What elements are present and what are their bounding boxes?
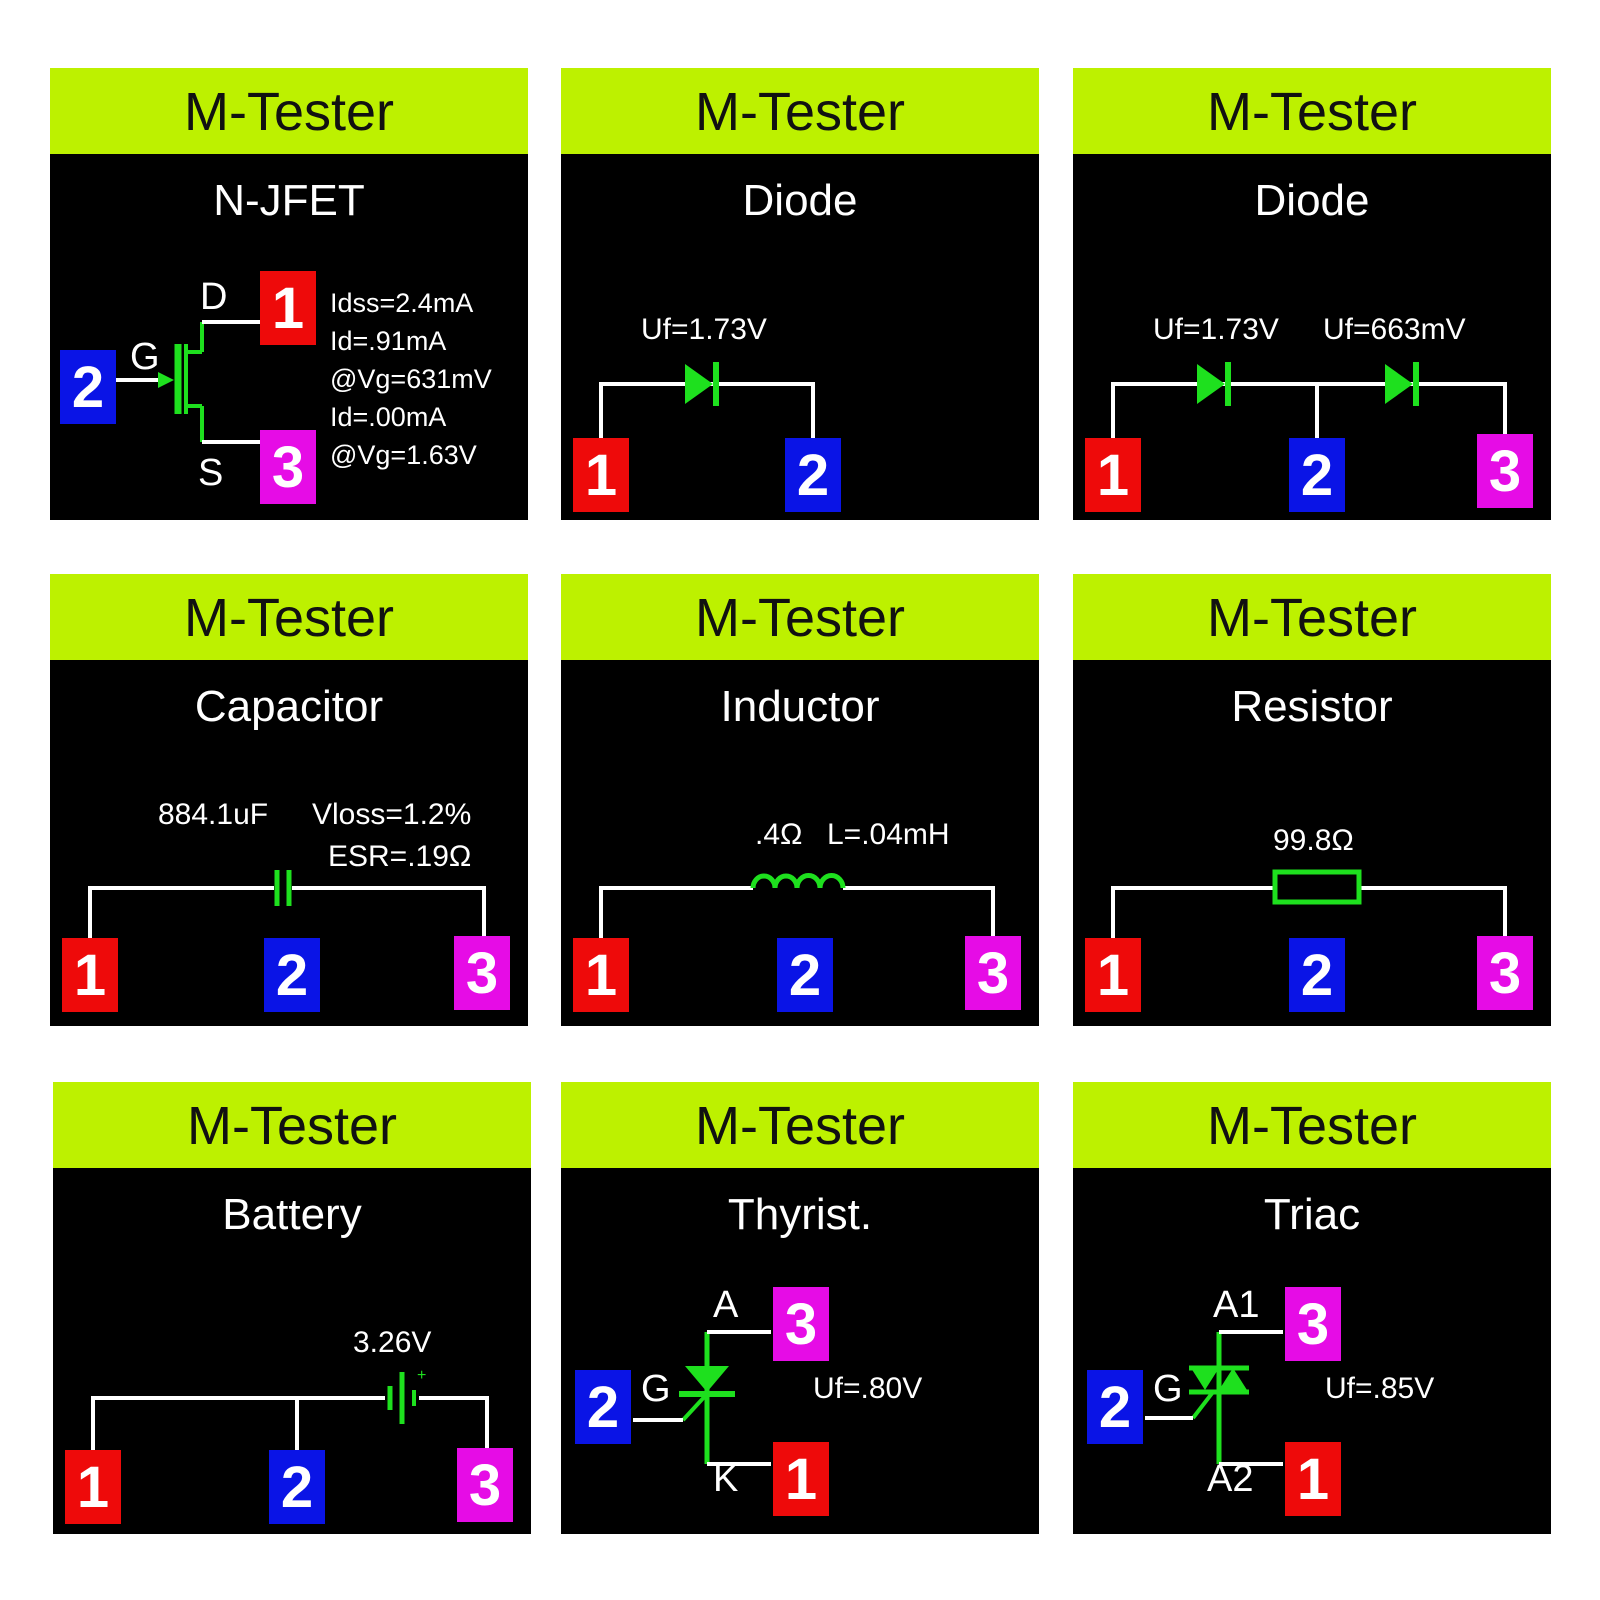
panel-thyristor: M-Tester Thyrist. A G K 3 2 1 Uf=.80V	[561, 1082, 1039, 1534]
panel-header: M-Tester	[1073, 68, 1551, 154]
pin-3-badge: 3	[773, 1287, 829, 1361]
anode2-label: A2	[1207, 1458, 1254, 1500]
pin-1-badge: 1	[1285, 1442, 1341, 1516]
pin-3-badge: 3	[457, 1448, 513, 1522]
njfet-schematic	[114, 320, 262, 444]
source-label: S	[198, 452, 224, 494]
pin-2-badge: 2	[264, 938, 320, 1012]
pin-1-badge: 1	[773, 1442, 829, 1516]
reading-vg-1: @Vg=631mV	[330, 364, 492, 394]
capacitor-schematic	[88, 870, 486, 938]
pin-3-badge: 3	[454, 936, 510, 1010]
forward-voltage-2: Uf=663mV	[1323, 313, 1466, 346]
component-title: Capacitor	[194, 682, 384, 731]
panel-header: M-Tester	[1073, 1082, 1551, 1168]
panel-resistor: M-Tester Resistor 99.8Ω 1 2 3	[1073, 574, 1551, 1026]
anode-label: A	[713, 1284, 739, 1326]
inductor-schematic	[599, 872, 995, 938]
pin-1-badge: 1	[65, 1450, 121, 1524]
gate-label: G	[641, 1368, 671, 1410]
pin-2-badge: 2	[785, 438, 841, 512]
pin-1-badge: 1	[260, 271, 316, 345]
pin-1-badge: 1	[1085, 438, 1141, 512]
resistor-schematic	[1111, 869, 1507, 938]
diode-schematic	[599, 362, 815, 438]
component-title: Battery	[222, 1190, 362, 1239]
pin-2-badge: 2	[1289, 438, 1345, 512]
pin-2-badge: 2	[1289, 938, 1345, 1012]
drain-label: D	[200, 276, 228, 318]
pin-2-badge: 2	[575, 1370, 631, 1444]
component-title: Triac	[1263, 1190, 1361, 1239]
gate-label: G	[1153, 1368, 1183, 1410]
panel-header: M-Tester	[50, 574, 528, 660]
pin-1-badge: 1	[62, 938, 118, 1012]
panel-inductor: M-Tester Inductor .4Ω L=.04mH 1 2 3	[561, 574, 1039, 1026]
resistance-value: 99.8Ω	[1273, 824, 1354, 857]
panel-header: M-Tester	[53, 1082, 531, 1168]
panel-header: M-Tester	[561, 1082, 1039, 1168]
panel-header: M-Tester	[561, 68, 1039, 154]
component-title: Diode	[1254, 176, 1370, 225]
component-title: Thyrist.	[727, 1190, 873, 1239]
inductance-value: L=.04mH	[827, 818, 950, 851]
cathode-label: K	[713, 1458, 739, 1500]
panel-diode-double: M-Tester Diode Uf=1.73V Uf=663mV 1 2 3	[1073, 68, 1551, 520]
gate-label: G	[130, 336, 160, 378]
component-title: Resistor	[1231, 682, 1393, 731]
svg-text:+: +	[417, 1367, 426, 1384]
battery-voltage: 3.26V	[353, 1326, 432, 1359]
pin-3-badge: 3	[260, 430, 316, 504]
component-title: Inductor	[720, 682, 880, 731]
panel-triac: M-Tester Triac A1 G A2 3 2 1 Uf=.85V	[1073, 1082, 1551, 1534]
component-title: Diode	[742, 176, 858, 225]
reading-vg-2: @Vg=1.63V	[330, 440, 477, 470]
pin-3-badge: 3	[965, 936, 1021, 1010]
component-title: N-JFET	[213, 176, 365, 225]
panel-header: M-Tester	[1073, 574, 1551, 660]
pin-2-badge: 2	[60, 350, 116, 424]
reading-id-1: Id=.91mA	[330, 326, 447, 356]
panel-capacitor: M-Tester Capacitor 884.1uF Vloss=1.2% ES…	[50, 574, 528, 1026]
double-diode-schematic	[1111, 362, 1507, 438]
resistance-value: .4Ω	[755, 818, 803, 851]
pin-3-badge: 3	[1477, 434, 1533, 508]
pin-1-badge: 1	[573, 438, 629, 512]
pin-2-badge: 2	[777, 938, 833, 1012]
pin-2-badge: 2	[1087, 1370, 1143, 1444]
battery-schematic: +	[91, 1367, 489, 1450]
anode1-label: A1	[1213, 1284, 1260, 1326]
pin-1-badge: 1	[1085, 938, 1141, 1012]
vloss-value: Vloss=1.2%	[312, 798, 472, 831]
forward-voltage: Uf=.80V	[813, 1372, 923, 1405]
pin-3-badge: 3	[1285, 1287, 1341, 1361]
pin-3-badge: 3	[1477, 936, 1533, 1010]
esr-value: ESR=.19Ω	[328, 840, 472, 873]
thyristor-schematic	[633, 1330, 771, 1466]
panel-diode-single: M-Tester Diode Uf=1.73V 1 2	[561, 68, 1039, 520]
forward-voltage: Uf=1.73V	[641, 313, 767, 346]
panel-battery: M-Tester Battery + 3.26V 1 2 3	[53, 1082, 531, 1534]
panel-header: M-Tester	[50, 68, 528, 154]
pin-1-badge: 1	[573, 938, 629, 1012]
panel-njfet: M-Tester N-JFET D G S 1 2 3 Idss=2.4mA I…	[50, 68, 528, 520]
reading-idss: Idss=2.4mA	[330, 288, 474, 318]
pin-2-badge: 2	[269, 1450, 325, 1524]
capacitance-value: 884.1uF	[158, 798, 269, 831]
forward-voltage: Uf=.85V	[1325, 1372, 1435, 1405]
panel-header: M-Tester	[561, 574, 1039, 660]
reading-id-2: Id=.00mA	[330, 402, 447, 432]
forward-voltage-1: Uf=1.73V	[1153, 313, 1279, 346]
triac-schematic	[1145, 1330, 1283, 1466]
